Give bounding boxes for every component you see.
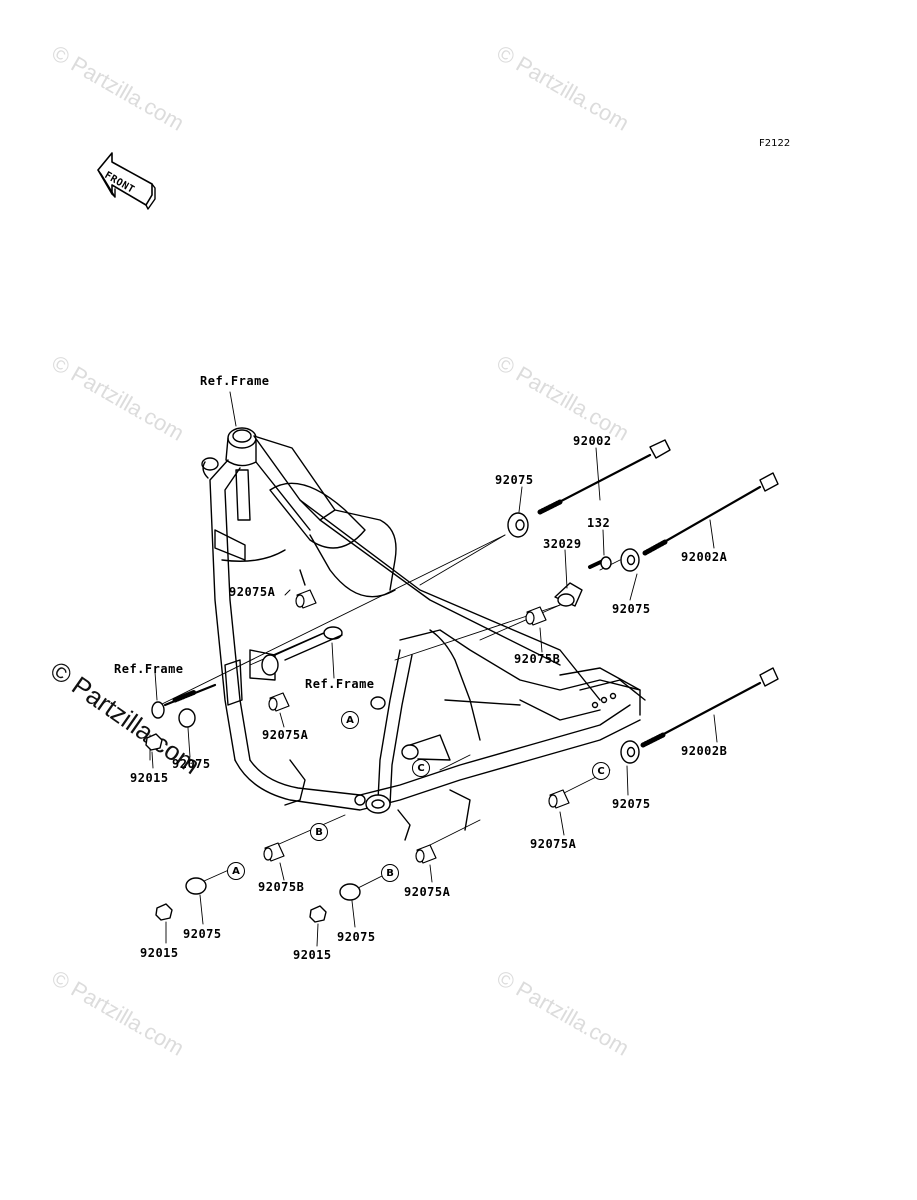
ref-frame-label: Ref.Frame	[114, 662, 184, 676]
part-label[interactable]: 92075B	[514, 652, 561, 666]
front-arrow-icon	[97, 152, 156, 210]
callout-c: C	[412, 759, 430, 777]
callout-b: B	[310, 823, 328, 841]
part-label[interactable]: 92075A	[530, 837, 577, 851]
part-label[interactable]: 132	[587, 516, 611, 530]
ref-frame-label: Ref.Frame	[200, 374, 270, 388]
callout-c: C	[592, 762, 610, 780]
part-label[interactable]: 92002A	[681, 550, 728, 564]
callout-a: A	[227, 862, 245, 880]
part-label[interactable]: 92015	[293, 948, 332, 962]
part-label[interactable]: 32029	[543, 537, 582, 551]
part-label[interactable]: 92075	[183, 927, 222, 941]
part-label[interactable]: 92075	[172, 757, 211, 771]
part-label[interactable]: 92075	[612, 797, 651, 811]
part-label[interactable]: 92075	[337, 930, 376, 944]
callout-b: B	[381, 864, 399, 882]
callout-a: A	[341, 711, 359, 729]
part-label[interactable]: 92002B	[681, 744, 728, 758]
part-label[interactable]: 92075B	[258, 880, 305, 894]
part-label[interactable]: 92015	[130, 771, 169, 785]
part-label[interactable]: 92075A	[229, 585, 276, 599]
diagram-code: F2122	[759, 138, 791, 149]
part-label[interactable]: 92075	[495, 473, 534, 487]
ref-frame-label: Ref.Frame	[305, 677, 375, 691]
part-label[interactable]: 92015	[140, 946, 179, 960]
part-label[interactable]: 92075A	[404, 885, 451, 899]
part-label[interactable]: 92075A	[262, 728, 309, 742]
part-label[interactable]: 92002	[573, 434, 612, 448]
part-label[interactable]: 92075	[612, 602, 651, 616]
